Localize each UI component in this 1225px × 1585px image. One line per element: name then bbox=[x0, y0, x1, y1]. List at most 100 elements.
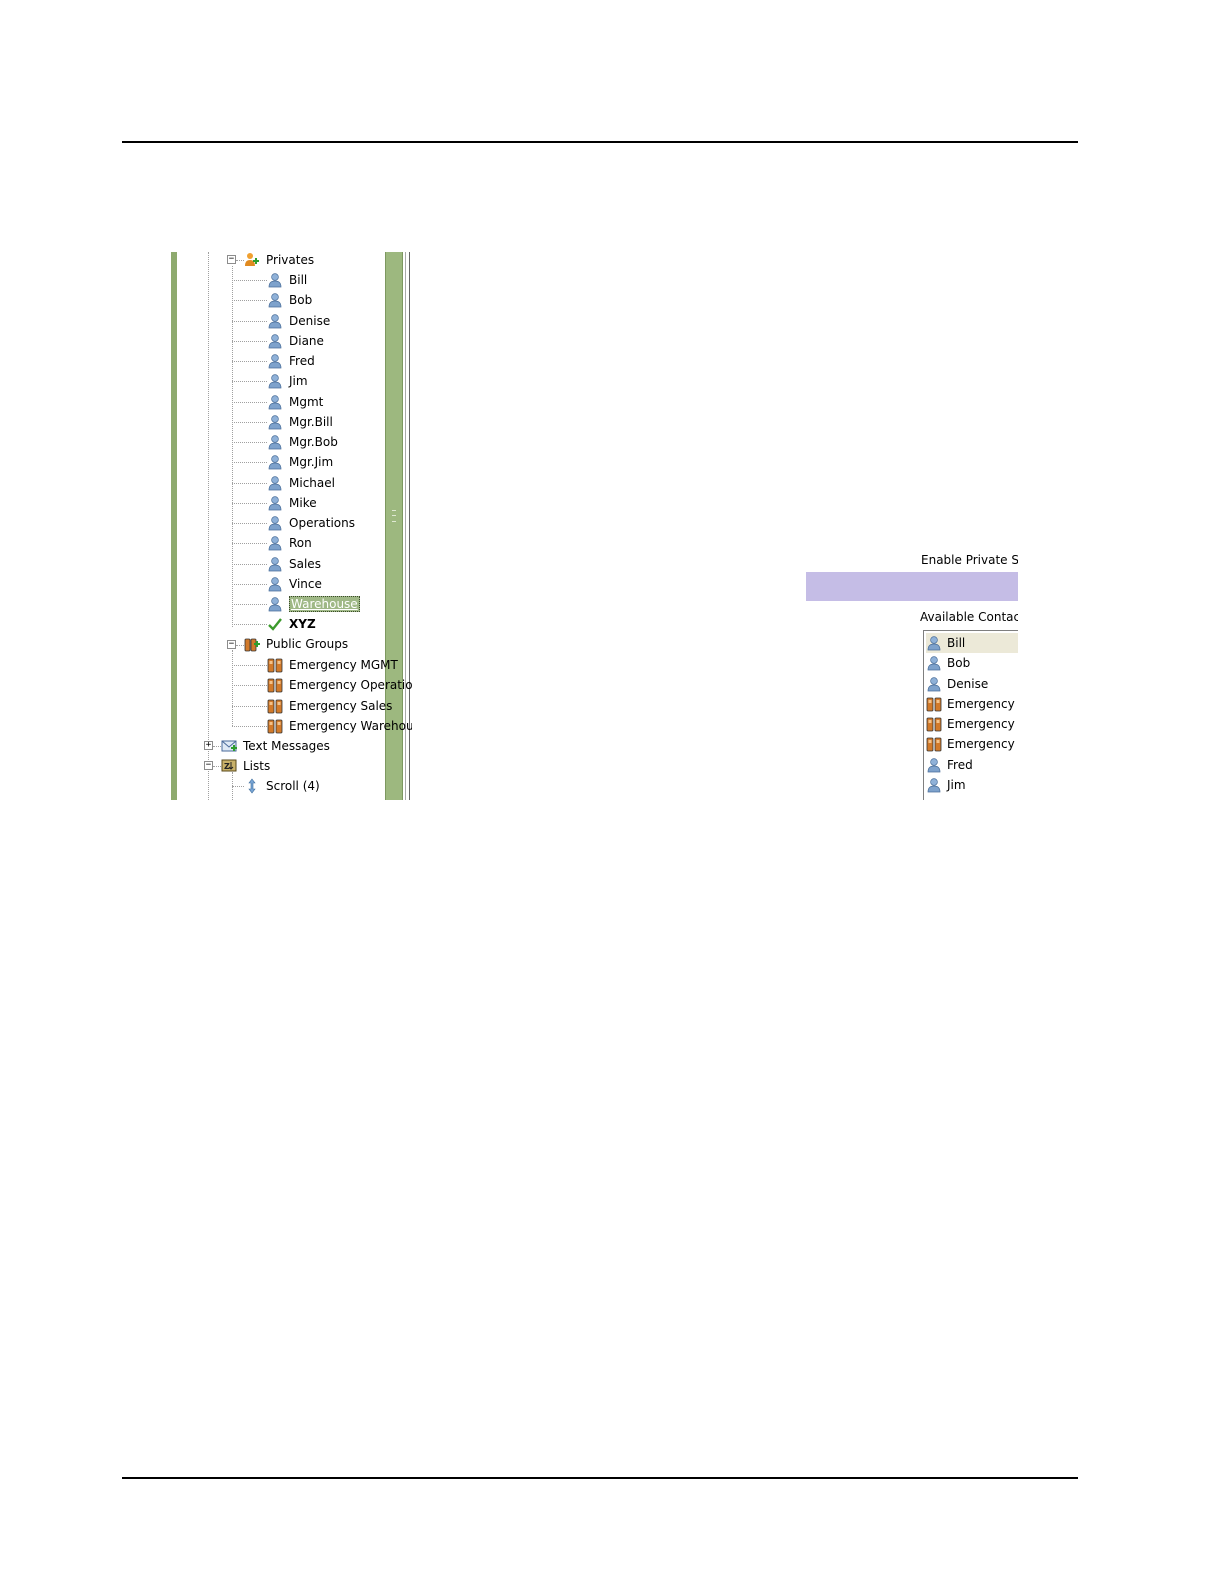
contact-list-item[interactable]: Emergency M bbox=[926, 694, 1018, 714]
public-groups-collapse-toggle[interactable]: − bbox=[227, 639, 236, 649]
person-icon bbox=[926, 777, 942, 793]
tree-node-label: Vince bbox=[289, 576, 322, 591]
tree-node-contact[interactable]: Warehouse bbox=[267, 594, 360, 614]
contact-list-item[interactable]: Fred bbox=[926, 755, 1018, 775]
private-scroll-settings-panel: Enable Private Scr Available Contacts Bi… bbox=[806, 548, 1018, 800]
person-icon bbox=[926, 676, 942, 692]
tree-connector bbox=[232, 583, 267, 585]
tree-node-contact[interactable]: Mgr.Bob bbox=[267, 432, 338, 452]
tree-node-contact[interactable]: Mgr.Jim bbox=[267, 452, 333, 472]
tree-node-contact[interactable]: Denise bbox=[267, 311, 330, 331]
tree-node-scroll[interactable]: Scroll (4) bbox=[244, 776, 320, 796]
tree-connector bbox=[236, 260, 244, 261]
tree-guide-privates bbox=[232, 266, 233, 627]
tree-connector bbox=[232, 523, 267, 524]
tree-connector bbox=[232, 543, 267, 545]
tree-node-xyz[interactable]: XYZ bbox=[267, 614, 316, 634]
tree-connector bbox=[213, 766, 221, 767]
contact-list-item-label: Emergency M bbox=[947, 696, 1018, 711]
envelope-icon bbox=[221, 738, 237, 754]
tree-node-label: Denise bbox=[289, 313, 331, 328]
person-icon bbox=[267, 495, 283, 511]
lists-collapse-toggle[interactable]: − bbox=[204, 760, 213, 770]
tree-connector bbox=[236, 645, 244, 646]
svg-text:Z: Z bbox=[224, 762, 230, 771]
tree-node-label: Bob bbox=[289, 293, 313, 308]
tree-node-privates[interactable]: Privates bbox=[244, 252, 314, 270]
tree-connector bbox=[232, 361, 267, 362]
text-messages-expand-toggle[interactable]: + bbox=[204, 740, 213, 750]
tree-node-lists[interactable]: Z Lists bbox=[221, 756, 270, 776]
contact-list-item[interactable]: Bill bbox=[926, 633, 1018, 653]
tree-connector bbox=[232, 300, 267, 302]
tree-node-contact[interactable]: Vince bbox=[267, 574, 322, 594]
tree-connector bbox=[232, 604, 267, 605]
tree-node-label: Operations bbox=[289, 516, 355, 530]
radio-group-icon bbox=[267, 677, 283, 693]
tree-connector bbox=[232, 665, 267, 666]
person-icon bbox=[267, 454, 283, 470]
tree-connector bbox=[232, 502, 267, 504]
tree-guide-public bbox=[232, 650, 233, 726]
person-icon bbox=[926, 635, 942, 651]
contact-list-item[interactable]: Jim bbox=[926, 775, 1018, 795]
tree-node-label: Mgmt bbox=[289, 394, 324, 409]
tree-node-public-group[interactable]: Emergency Warehouse bbox=[267, 716, 412, 736]
tree-node-contact[interactable]: Jim bbox=[267, 371, 308, 391]
contact-list-item-label: Jim bbox=[947, 777, 966, 792]
contact-list-item-label: Bill bbox=[947, 636, 966, 650]
radio-group-icon bbox=[267, 698, 283, 714]
tree-node-label: Bill bbox=[289, 273, 308, 287]
tree-node-contact[interactable]: Fred bbox=[267, 351, 315, 371]
person-icon bbox=[267, 434, 283, 450]
contact-group-add-icon bbox=[244, 252, 260, 268]
tree-node-label: Warehouse bbox=[289, 596, 360, 612]
tree-node-contact[interactable]: Mgr.Bill bbox=[267, 412, 333, 432]
panel-right-edge bbox=[405, 252, 410, 800]
tree-node-contact[interactable]: Diane bbox=[267, 331, 324, 351]
tree-node-contact[interactable]: Bill bbox=[267, 270, 307, 290]
contact-list-item[interactable]: Emergency O bbox=[926, 714, 1018, 734]
enable-private-scroll-bar[interactable] bbox=[806, 572, 1018, 601]
contact-list-item-label: Bob bbox=[947, 656, 971, 671]
tree-node-contact[interactable]: Mgmt bbox=[267, 392, 323, 412]
tree-node-label: Mike bbox=[289, 495, 317, 510]
radio-group-icon bbox=[926, 696, 942, 712]
tree-node-public-group[interactable]: Emergency MGMT bbox=[267, 655, 398, 675]
person-icon bbox=[267, 292, 283, 308]
tree-connector bbox=[232, 563, 267, 565]
privates-collapse-toggle[interactable]: − bbox=[227, 254, 236, 264]
tree-node-label: Michael bbox=[289, 475, 335, 490]
tree-connector bbox=[232, 462, 267, 464]
person-icon bbox=[267, 313, 283, 329]
tree-node-text-messages[interactable]: Text Messages bbox=[221, 736, 330, 756]
enable-private-scroll-label: Enable Private Scr bbox=[921, 553, 1018, 567]
tree-node-label: Emergency Sales bbox=[289, 698, 393, 713]
person-icon bbox=[267, 272, 283, 288]
tree-node-public-group[interactable]: Emergency Sales bbox=[267, 696, 392, 716]
tree-node-label: Mgr.Jim bbox=[289, 455, 334, 470]
tree-node-public-groups[interactable]: Public Groups bbox=[244, 634, 348, 654]
contact-list-item[interactable]: Emergency S bbox=[926, 734, 1018, 754]
tree-node-contact[interactable]: Ron bbox=[267, 533, 312, 553]
tree-connector bbox=[232, 401, 267, 403]
tree-node-contact[interactable]: Sales bbox=[267, 554, 321, 574]
tree-connector bbox=[232, 482, 267, 484]
tree-node-contact[interactable]: Mike bbox=[267, 493, 317, 513]
tree-connector bbox=[232, 725, 267, 727]
tree-node-contact[interactable]: Michael bbox=[267, 473, 335, 493]
tree-label-lists: Lists bbox=[243, 759, 271, 773]
tree-connector bbox=[232, 340, 267, 342]
tree-label-public-groups: Public Groups bbox=[266, 637, 349, 651]
tree-connector bbox=[213, 746, 221, 747]
contact-list-item[interactable]: Denise bbox=[926, 674, 1018, 694]
contact-list-item[interactable]: Bob bbox=[926, 653, 1018, 673]
splitter-grip bbox=[392, 510, 396, 522]
tree-label-privates: Privates bbox=[266, 253, 315, 267]
tree-node-public-group[interactable]: Emergency Operations bbox=[267, 675, 412, 695]
tree-node-contact[interactable]: Bob bbox=[267, 290, 312, 310]
tree-node-contact[interactable]: Operations bbox=[267, 513, 355, 533]
person-icon bbox=[267, 333, 283, 349]
panel-splitter[interactable] bbox=[385, 252, 403, 800]
